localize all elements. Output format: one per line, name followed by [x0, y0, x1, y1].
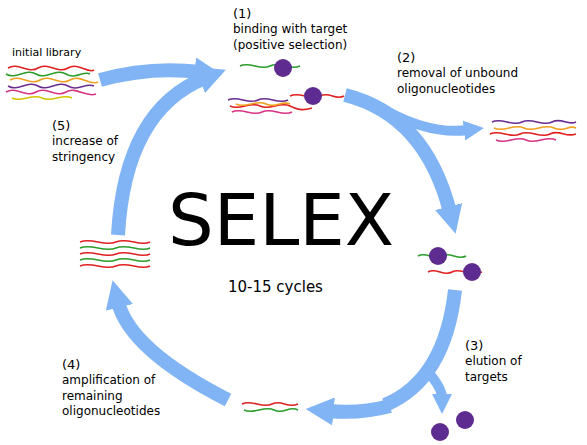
cycle-arrows: [100, 70, 468, 412]
step-label: removal of unbound oligonucleotides: [397, 66, 542, 97]
oligonucleotide-strands: [6, 65, 576, 412]
callout-number: (3): [465, 338, 483, 354]
callout-number: (1): [233, 6, 251, 22]
cycle-count: 10-15 cycles: [228, 280, 323, 296]
callout-number: (4): [62, 357, 80, 373]
step-label: binding with target (positive selection): [233, 22, 383, 53]
diagram-title: SELEX: [168, 184, 394, 256]
step-label: increase of stringency: [52, 134, 137, 165]
step-label: amplification of remaining oligonucleoti…: [62, 373, 180, 420]
callout-number: (5): [52, 118, 70, 134]
callout-number: (2): [397, 50, 415, 66]
step-label: initial library: [12, 45, 81, 61]
step-label: elution of targets: [465, 354, 550, 385]
